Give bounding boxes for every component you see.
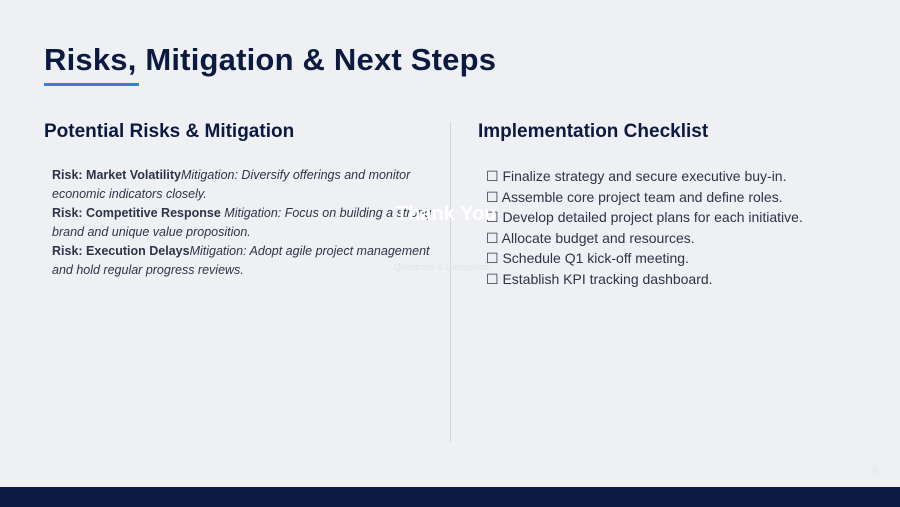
mitigation-text: Mitigation: Diversify offerings and moni…: [52, 168, 411, 201]
risks-list: Risk: Market VolatilityMitigation: Diver…: [52, 166, 437, 280]
page-number: 8: [872, 464, 879, 478]
column-divider: [450, 122, 451, 442]
risk-label: Risk: Market Volatility: [52, 168, 181, 182]
risk-item: Risk: Market VolatilityMitigation: Diver…: [52, 166, 437, 204]
checklist-item: ☐ Schedule Q1 kick-off meeting.: [486, 250, 689, 266]
mitigation-text: Mitigation: Focus on building a strong b…: [52, 206, 432, 239]
risk-label: Risk: Competitive Response: [52, 206, 221, 220]
checklist-item: ☐ Allocate budget and resources.: [486, 229, 695, 246]
checklist-heading: Implementation Checklist: [478, 121, 709, 142]
risks-heading: Potential Risks & Mitigation: [44, 121, 295, 142]
mitigation-text: Mitigation: Adopt agile project manageme…: [52, 244, 430, 277]
implementation-checklist: ☐ Finalize strategy and secure executive…: [486, 166, 803, 289]
slide-title: Risks, Mitigation & Next Steps: [44, 42, 497, 77]
footer-bar: [0, 487, 900, 507]
questions-overlay: Questions & Discussion: [394, 262, 490, 272]
checklist-item: ☐ Establish KPI tracking dashboard.: [486, 270, 713, 287]
checklist-item: ☐ Develop detailed project plans for eac…: [486, 209, 803, 225]
title-underline: [44, 83, 139, 86]
risk-label: Risk: Execution Delays: [52, 244, 190, 258]
risk-item: Risk: Execution DelaysMitigation: Adopt …: [52, 242, 437, 280]
checklist-item: ☐ Finalize strategy and secure executive…: [486, 168, 787, 184]
checklist-item: ☐ Assemble core project team and define …: [486, 188, 783, 205]
risk-item: Risk: Competitive Response Mitigation: F…: [52, 204, 437, 242]
thank-you-overlay: Thank You: [396, 203, 497, 225]
